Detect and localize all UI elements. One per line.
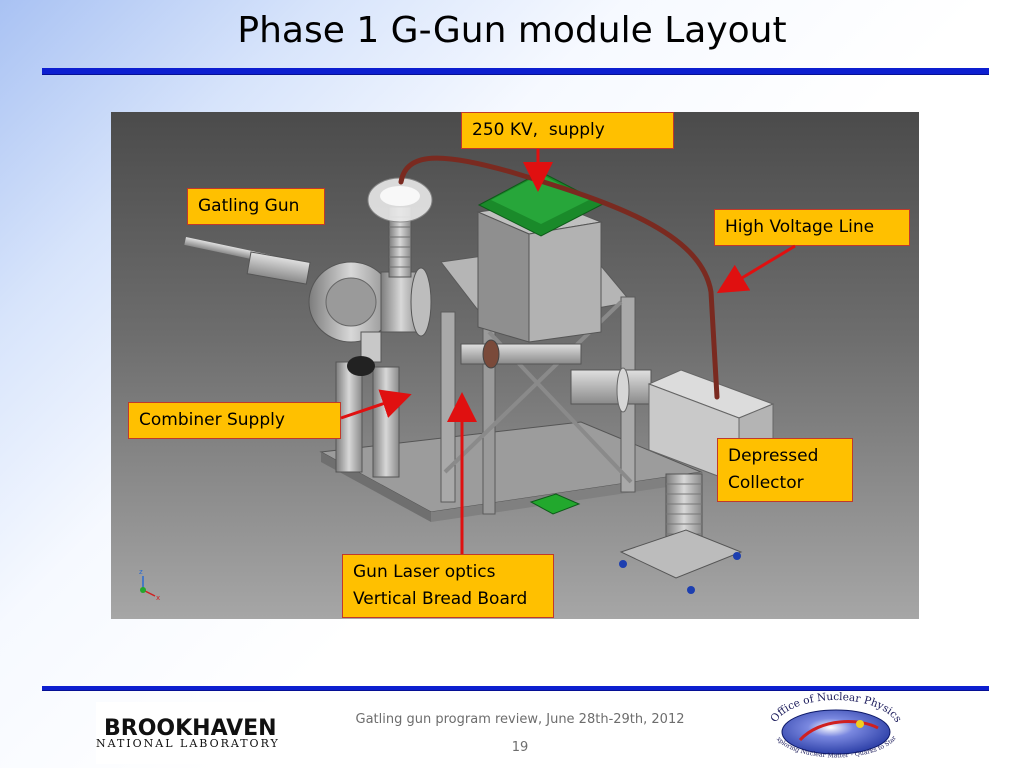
optics-green-base xyxy=(529,493,581,515)
axis-z-label: z xyxy=(139,568,143,576)
callout-250kv-supply: 250 KV, supply xyxy=(461,112,674,149)
brookhaven-logo: BROOKHAVEN NATIONAL LABORATORY xyxy=(96,702,290,764)
brookhaven-logo-subtitle: NATIONAL LABORATORY xyxy=(96,737,280,750)
callout-laser-optics: Gun Laser optics Vertical Bread Board xyxy=(342,554,554,618)
hv-supply-box xyxy=(476,171,605,343)
callout-depressed-collector: Depressed Collector xyxy=(717,438,853,502)
footer-divider xyxy=(42,686,989,691)
slide-title: Phase 1 G-Gun module Layout xyxy=(237,10,787,51)
callout-gatling-gun-text: Gatling Gun xyxy=(198,196,300,216)
callout-laser-optics-line1: Gun Laser optics xyxy=(353,562,496,582)
callout-depressed-collector-line1: Depressed xyxy=(728,446,819,466)
gatling-gun-assembly xyxy=(184,177,433,376)
callout-combiner-supply: Combiner Supply xyxy=(128,402,341,439)
review-caption: Gatling gun program review, June 28th-29… xyxy=(355,712,685,727)
office-of-nuclear-physics-logo: Office of Nuclear Physics Exploring Nucl… xyxy=(760,688,904,759)
callout-gatling-gun: Gatling Gun xyxy=(187,188,325,225)
brookhaven-logo-name: BROOKHAVEN xyxy=(104,716,277,741)
gun-module-render: z x xyxy=(111,112,919,619)
title-divider xyxy=(42,68,989,75)
callout-high-voltage-line-text: High Voltage Line xyxy=(725,217,875,237)
axis-triad: z x xyxy=(139,568,160,602)
axis-x-label: x xyxy=(156,594,160,602)
callout-250kv-supply-text: 250 KV, supply xyxy=(472,120,605,140)
callout-high-voltage-line: High Voltage Line xyxy=(714,209,910,246)
page-number: 19 xyxy=(511,740,529,755)
callout-combiner-supply-text: Combiner Supply xyxy=(139,410,285,430)
callout-laser-optics-line2: Vertical Bread Board xyxy=(353,589,528,609)
callout-depressed-collector-line2: Collector xyxy=(728,473,804,493)
beam-line xyxy=(460,339,652,413)
onp-logo-emblem xyxy=(781,709,891,755)
